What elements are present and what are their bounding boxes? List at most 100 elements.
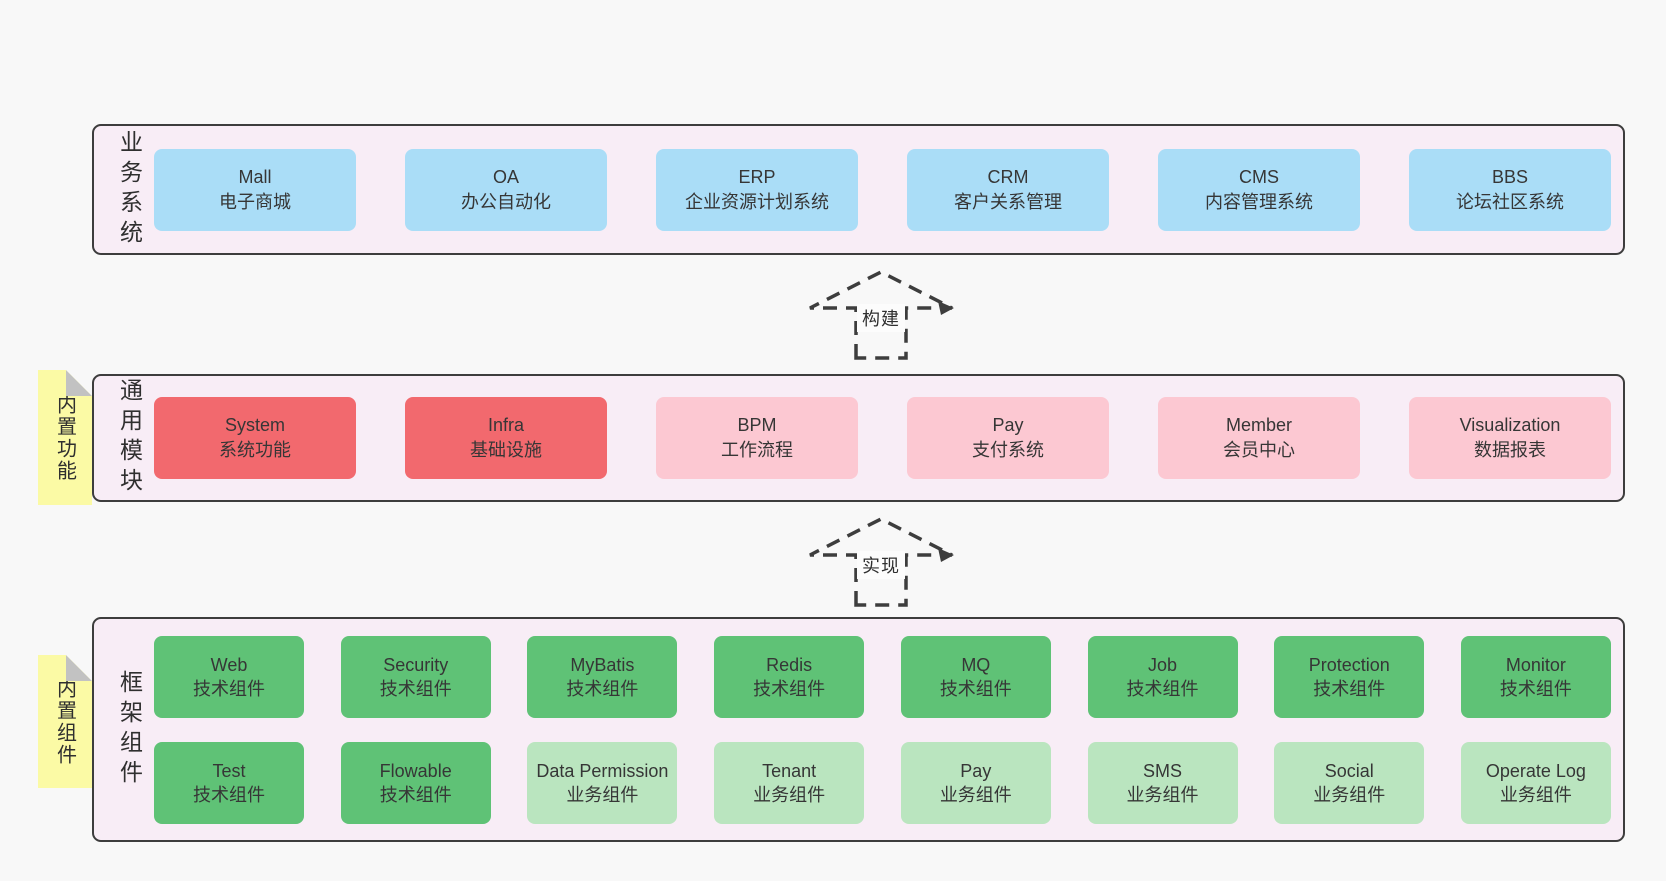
- module-box-system: System 系统功能: [154, 397, 356, 479]
- box-subtitle: 技术组件: [193, 678, 265, 699]
- box-title: Tenant: [762, 760, 817, 781]
- framework-components-container: 框架组件 Web 技术组件 Security 技术组件 MyBatis 技术组件…: [92, 617, 1625, 842]
- note-text: 内置组件: [53, 677, 76, 766]
- module-box-member: Member 会员中心: [1158, 397, 1360, 479]
- box-title: CMS: [1239, 166, 1279, 187]
- box-title: Security: [383, 654, 449, 675]
- box-subtitle: 技术组件: [1313, 678, 1386, 699]
- box-subtitle: 技术组件: [1499, 678, 1572, 699]
- module-box-infra: Infra 基础设施: [405, 397, 607, 479]
- box-title: Web: [210, 654, 248, 675]
- build-arrow-label: 构建: [857, 304, 905, 332]
- framework-box-social: Social 业务组件: [1274, 741, 1425, 824]
- box-subtitle: 技术组件: [566, 678, 639, 699]
- framework-box-web: Web 技术组件: [154, 635, 304, 718]
- box-subtitle: 技术组件: [1126, 678, 1199, 699]
- box-subtitle: 技术组件: [193, 784, 265, 805]
- framework-box-mq: MQ 技术组件: [900, 635, 1051, 718]
- box-title: Visualization: [1459, 415, 1561, 435]
- box-subtitle: 电子商城: [219, 191, 291, 212]
- box-subtitle: 技术组件: [939, 678, 1012, 699]
- box-title: Member: [1225, 415, 1292, 435]
- business-systems-row: Mall 电子商城 OA 办公自动化 ERP 企业资源计划系统 CRM 客户关系…: [150, 148, 1623, 231]
- box-title: Mall: [238, 166, 272, 187]
- framework-box-job: Job 技术组件: [1087, 635, 1238, 718]
- framework-box-protection: Protection 技术组件: [1274, 635, 1425, 718]
- framework-box-flowable: Flowable 技术组件: [340, 741, 491, 824]
- box-subtitle: 业务组件: [939, 784, 1012, 805]
- box-title: Social: [1324, 760, 1374, 781]
- box-title: Data Permission: [536, 760, 669, 781]
- box-subtitle: 客户关系管理: [954, 191, 1062, 212]
- box-title: Infra: [487, 415, 525, 435]
- framework-box-operate-log: Operate Log 业务组件: [1460, 741, 1611, 824]
- business-systems-label: 业务系统: [116, 129, 143, 250]
- framework-row-2: Test 技术组件 Flowable 技术组件 Data Permission …: [154, 741, 1611, 824]
- business-box-bbs: BBS 论坛社区系统: [1409, 148, 1611, 231]
- common-modules-row: System 系统功能 Infra 基础设施 BPM 工作流程 Pay 支付系统…: [150, 397, 1623, 479]
- box-title: MQ: [961, 654, 991, 675]
- framework-box-mybatis: MyBatis 技术组件: [527, 635, 678, 718]
- box-subtitle: 企业资源计划系统: [685, 191, 829, 212]
- box-title: Job: [1148, 654, 1178, 675]
- box-subtitle: 工作流程: [721, 440, 793, 460]
- built-in-features-note: 内置功能: [38, 370, 92, 505]
- box-subtitle: 会员中心: [1223, 440, 1295, 460]
- build-arrow: 构建: [806, 268, 956, 360]
- box-title: Test: [212, 760, 246, 781]
- framework-box-redis: Redis 技术组件: [714, 635, 865, 718]
- dashed-up-arrow-icon: [809, 517, 954, 607]
- implement-arrow: 实现: [806, 515, 956, 607]
- business-box-mall: Mall 电子商城: [154, 148, 356, 231]
- common-modules-label: 通用模块: [116, 378, 143, 498]
- box-title: Monitor: [1505, 654, 1566, 675]
- box-title: Flowable: [379, 760, 452, 781]
- box-subtitle: 论坛社区系统: [1456, 191, 1564, 212]
- box-subtitle: 内容管理系统: [1205, 191, 1313, 212]
- business-box-cms: CMS 内容管理系统: [1158, 148, 1360, 231]
- box-title: ERP: [738, 166, 776, 187]
- business-box-crm: CRM 客户关系管理: [907, 148, 1109, 231]
- box-subtitle: 业务组件: [1313, 784, 1386, 805]
- box-title: SMS: [1143, 760, 1183, 781]
- box-title: OA: [492, 166, 519, 187]
- framework-box-security: Security 技术组件: [340, 635, 491, 718]
- implement-arrow-label: 实现: [857, 551, 905, 579]
- module-box-pay: Pay 支付系统: [907, 397, 1109, 479]
- box-subtitle: 业务组件: [1126, 784, 1199, 805]
- dashed-up-arrow-icon: [809, 270, 954, 360]
- box-subtitle: 系统功能: [219, 440, 291, 460]
- framework-row-1: Web 技术组件 Security 技术组件 MyBatis 技术组件 Redi…: [154, 635, 1611, 718]
- box-subtitle: 业务组件: [566, 784, 639, 805]
- business-systems-container: 业务系统 Mall 电子商城 OA 办公自动化 ERP 企业资源计划系统 CRM…: [92, 124, 1625, 255]
- box-subtitle: 技术组件: [379, 678, 452, 699]
- box-title: Redis: [766, 654, 813, 675]
- box-title: System: [224, 415, 285, 435]
- built-in-components-note: 内置组件: [38, 655, 92, 788]
- box-subtitle: 业务组件: [753, 784, 826, 805]
- box-title: Operate Log: [1485, 760, 1586, 781]
- box-title: Pay: [960, 760, 992, 781]
- framework-components-rows: Web 技术组件 Security 技术组件 MyBatis 技术组件 Redi…: [150, 635, 1623, 824]
- module-box-bpm: BPM 工作流程: [656, 397, 858, 479]
- business-box-erp: ERP 企业资源计划系统: [656, 148, 858, 231]
- box-title: MyBatis: [570, 654, 635, 675]
- framework-components-label: 框架组件: [116, 669, 143, 790]
- box-title: CRM: [987, 166, 1029, 187]
- box-title: Protection: [1308, 654, 1390, 675]
- box-subtitle: 技术组件: [753, 678, 826, 699]
- framework-box-test: Test 技术组件: [154, 741, 304, 824]
- box-subtitle: 办公自动化: [461, 191, 551, 212]
- box-title: BBS: [1491, 166, 1529, 187]
- box-subtitle: 支付系统: [972, 440, 1044, 460]
- framework-box-sms: SMS 业务组件: [1087, 741, 1238, 824]
- business-box-oa: OA 办公自动化: [405, 148, 607, 231]
- box-subtitle: 基础设施: [470, 440, 542, 460]
- box-subtitle: 业务组件: [1499, 784, 1572, 805]
- box-subtitle: 数据报表: [1474, 440, 1546, 460]
- framework-box-pay: Pay 业务组件: [900, 741, 1051, 824]
- note-text: 内置功能: [53, 393, 76, 482]
- common-modules-container: 通用模块 System 系统功能 Infra 基础设施 BPM 工作流程 Pay…: [92, 374, 1625, 502]
- framework-box-tenant: Tenant 业务组件: [714, 741, 865, 824]
- module-box-visualization: Visualization 数据报表: [1409, 397, 1611, 479]
